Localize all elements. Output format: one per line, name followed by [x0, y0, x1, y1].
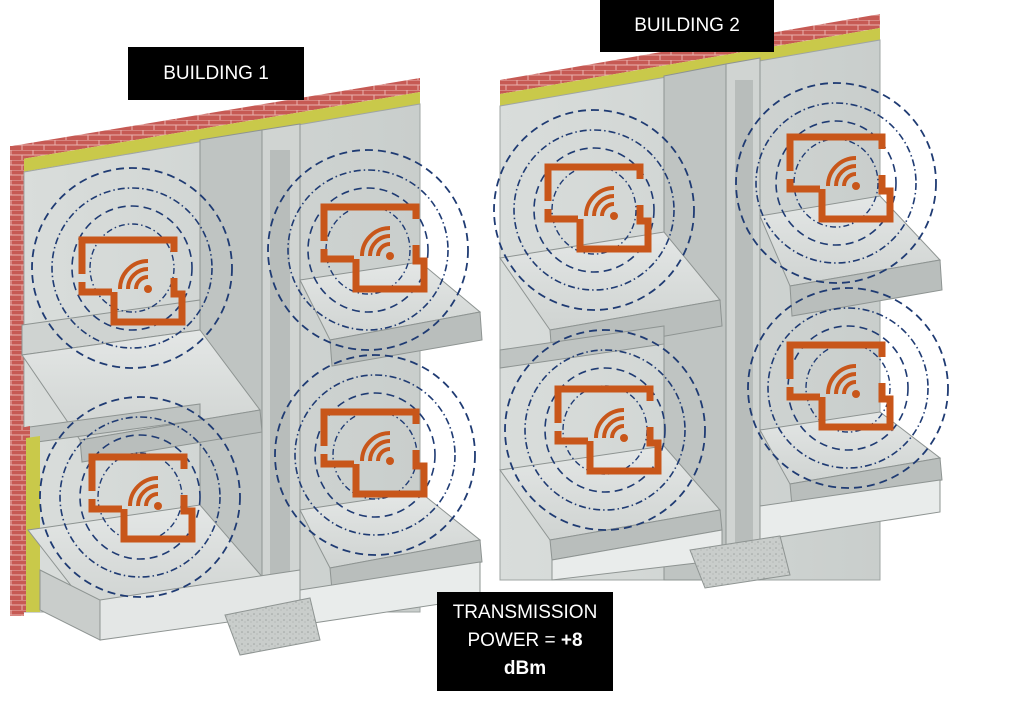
building-2-label-text: BUILDING 2 [634, 15, 740, 36]
building-2-label: BUILDING 2 [600, 0, 774, 52]
tx-prefix: POWER = [467, 630, 561, 651]
tx-line-2: POWER = +8 [437, 627, 613, 655]
tx-unit: dBm [503, 658, 547, 679]
building-2 [499, 14, 943, 589]
brick-roof [500, 14, 880, 94]
insulation-layer [16, 92, 420, 172]
insulation-layer [500, 28, 880, 106]
tx-line-1: TRANSMISSION [452, 602, 598, 623]
building-1 [10, 78, 483, 656]
building-1-label: BUILDING 1 [128, 47, 304, 100]
tx-value: +8 [560, 630, 583, 651]
tx-line-3: dBm [437, 655, 613, 683]
transmission-power-label: TRANSMISSION POWER = +8 dBm [437, 592, 613, 691]
brick-roof [12, 78, 420, 160]
building-1-label-text: BUILDING 1 [163, 63, 269, 84]
